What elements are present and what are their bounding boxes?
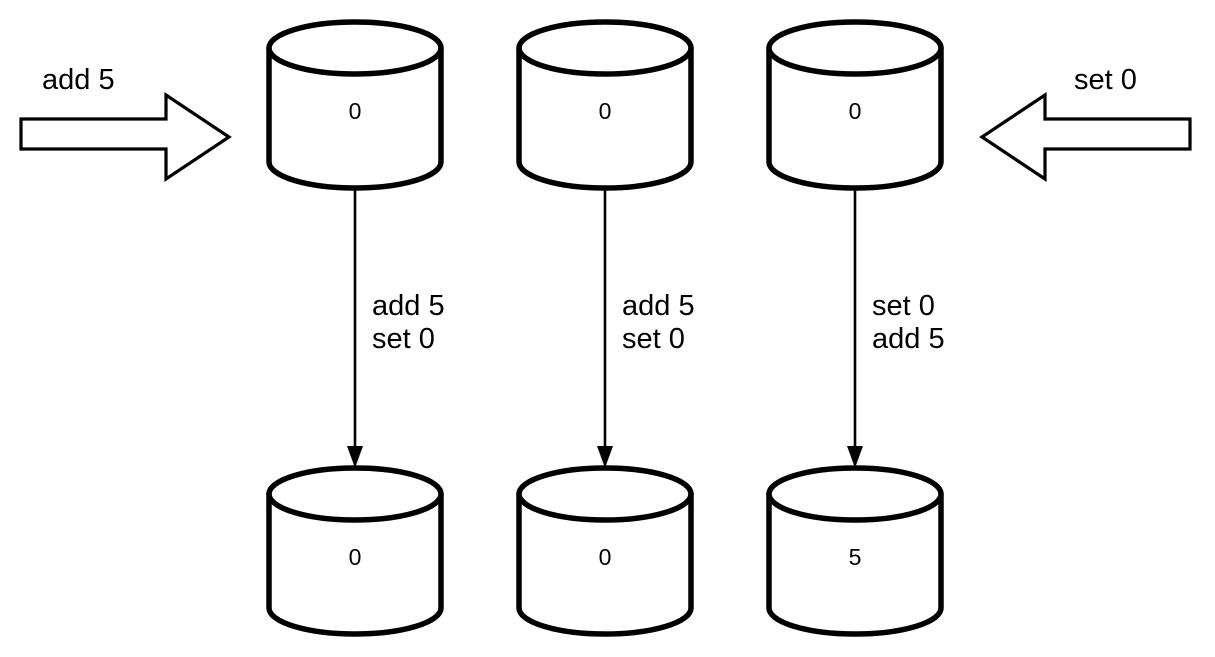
replica-1-top-cylinder — [266, 19, 444, 191]
replica-1-bottom-cylinder — [266, 465, 444, 637]
cylinder-top-ellipse — [266, 465, 444, 523]
replica-2-initial-value: 0 — [599, 98, 612, 124]
replica-1-op-line-1: add 5 — [372, 290, 445, 322]
replica-2-bottom-cylinder — [516, 465, 694, 637]
replica-1-op-line-2: set 0 — [372, 323, 435, 355]
cylinder-top-ellipse — [766, 465, 944, 523]
cylinder-body — [516, 491, 694, 637]
replica-3-top-cylinder — [766, 19, 944, 191]
replica-2-top-cylinder — [516, 19, 694, 191]
replica-2-connector — [597, 189, 613, 468]
arrowhead-down-icon — [847, 446, 863, 468]
replica-3-bottom-cylinder — [766, 465, 944, 637]
replica-2-op-line-1: add 5 — [622, 290, 695, 322]
replica-2-final-value: 0 — [599, 544, 612, 570]
replica-3-final-value: 5 — [849, 544, 862, 570]
replica-2-op-line-2: set 0 — [622, 323, 685, 355]
cylinder-body — [766, 45, 944, 191]
cylinder-body — [516, 45, 694, 191]
cylinder-body — [766, 491, 944, 637]
cylinder-top-ellipse — [266, 19, 444, 77]
right-operation-arrow — [979, 92, 1192, 182]
replica-1-final-value: 0 — [349, 544, 362, 570]
left-operation-arrow — [19, 92, 232, 182]
arrowhead-down-icon — [347, 446, 363, 468]
cylinder-top-ellipse — [516, 19, 694, 77]
right-operation-label: set 0 — [1074, 64, 1137, 96]
cylinder-top-ellipse — [766, 19, 944, 77]
cylinder-top-ellipse — [516, 465, 694, 523]
cylinder-body — [266, 45, 444, 191]
left-operation-label: add 5 — [42, 64, 115, 96]
arrow-left-shape — [979, 92, 1192, 182]
cylinder-body — [266, 491, 444, 637]
replica-3-connector — [847, 189, 863, 468]
replica-3-op-line-1: set 0 — [872, 290, 935, 322]
replica-3-op-line-2: add 5 — [872, 323, 945, 355]
replica-1-initial-value: 0 — [349, 98, 362, 124]
arrow-right-shape — [19, 92, 232, 182]
replica-1-connector — [347, 189, 363, 468]
replica-3-initial-value: 0 — [849, 98, 862, 124]
arrowhead-down-icon — [597, 446, 613, 468]
